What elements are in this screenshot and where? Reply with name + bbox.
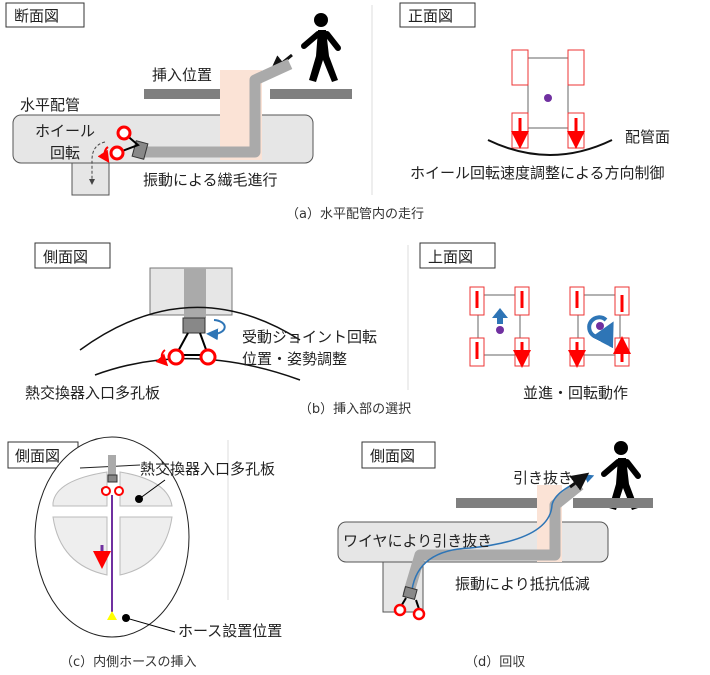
view-label: 側面図 xyxy=(370,447,415,465)
view-label: 側面図 xyxy=(15,447,60,465)
vibration-label: 振動により抵抗低減 xyxy=(455,575,590,593)
view-label: 上面図 xyxy=(428,248,473,266)
robot-translate xyxy=(469,286,529,366)
wheel-icon xyxy=(116,125,132,141)
view-label-box xyxy=(5,2,85,28)
caption-b: （b）挿入部の選択 xyxy=(299,402,411,417)
rotation-label: 回転 xyxy=(50,144,80,162)
center-dot xyxy=(544,94,552,102)
panel-b-side-view: 側面図 受動ジョイント回転 位置・姿勢調整 熱交換器入口多孔板 xyxy=(25,242,377,402)
caption-c: （c）内側ホースの挿入 xyxy=(60,654,197,670)
forward-arrow-icon xyxy=(492,308,508,324)
view-label: 正面図 xyxy=(408,7,453,25)
direction-control-label: ホイール回転速度調整による方向制御 xyxy=(410,164,665,182)
path-arrow-icon xyxy=(89,141,106,185)
caption-a: （a）水平配管内の走行 xyxy=(286,206,424,222)
motion-label: 並進・回転動作 xyxy=(523,384,628,402)
rotate-arrow-icon xyxy=(587,315,614,349)
wheel-label: ホイール xyxy=(35,122,95,140)
wheel-icon xyxy=(167,348,185,366)
joint-rotation-label: 受動ジョイント回転 xyxy=(242,328,377,346)
rotation-arrow-icon xyxy=(97,146,110,163)
wire-pull-label: ワイヤにより引き抜き xyxy=(343,532,492,550)
panel-a-cross-section: 断面図 挿入位置 水平配管 ホイール 回転 振動による繊毛進行 xyxy=(5,2,352,196)
panel-c-side-view: 側面図 熱交換器入口多孔板 ホース設置位置 xyxy=(7,436,282,640)
view-label: 断面図 xyxy=(14,7,59,25)
caption-d: （d）回収 xyxy=(465,655,525,670)
plate-label: 熱交換器入口多孔板 xyxy=(25,384,160,402)
panel-d-side-view: 側面図 引き抜き ワイヤにより引き抜き 振動により抵抗低減 xyxy=(337,441,653,621)
horizontal-pipe-label: 水平配管 xyxy=(20,96,80,114)
wheel-icon xyxy=(199,348,217,366)
hose-position-marker xyxy=(107,611,117,620)
insert-position-label: 挿入位置 xyxy=(152,66,212,84)
cilia-motion-label: 振動による繊毛進行 xyxy=(143,171,278,189)
panel-a-front-view: 正面図 配管面 ホイール回転速度調整による方向制御 xyxy=(399,2,670,182)
pipe-surface-label: 配管面 xyxy=(625,128,670,146)
wheel-icon xyxy=(109,145,125,161)
view-label: 側面図 xyxy=(43,248,88,266)
panel-b-top-view: 上面図 並進・回転動作 xyxy=(419,242,629,402)
robot-rotate xyxy=(570,286,629,366)
hose-position-label: ホース設置位置 xyxy=(178,622,282,640)
person-icon xyxy=(304,13,338,82)
hose xyxy=(140,58,293,158)
pull-out-label: 引き抜き xyxy=(513,469,573,487)
floor xyxy=(270,89,352,99)
wire xyxy=(411,474,595,591)
plate-label: 熱交換器入口多孔板 xyxy=(140,460,275,478)
pipe-surface-arc xyxy=(487,139,613,156)
floor xyxy=(144,89,232,99)
joint-rotation-arrow-icon xyxy=(206,319,226,341)
pose-adjust-label: 位置・姿勢調整 xyxy=(242,350,347,368)
